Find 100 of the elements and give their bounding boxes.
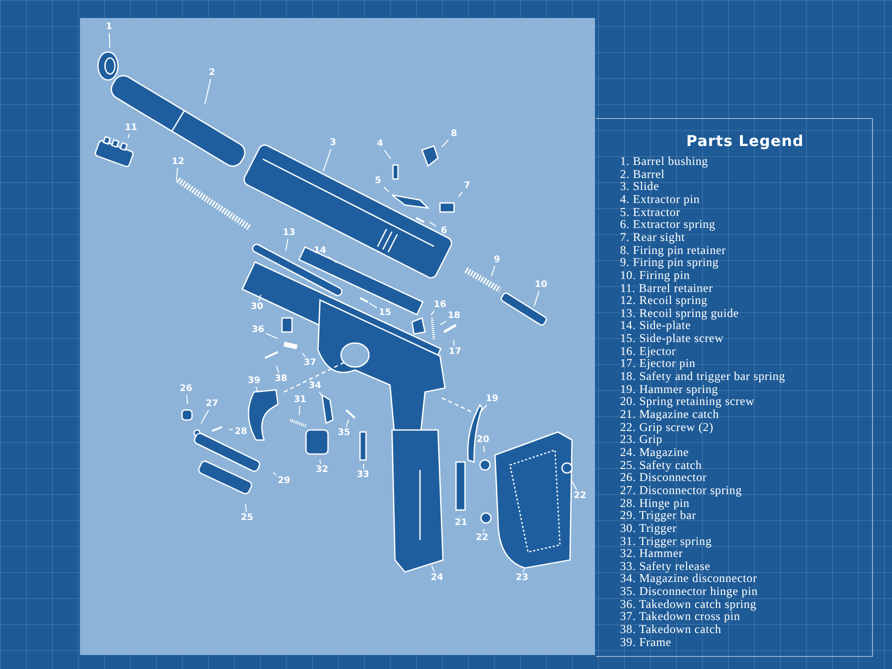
callout-number: 3 bbox=[325, 137, 341, 149]
part-name: 11. Barrel retainer bbox=[620, 280, 713, 296]
leader-line bbox=[186, 394, 188, 405]
callout-number: 19 bbox=[484, 393, 500, 405]
part-name: 18. Safety and trigger bar spring bbox=[620, 369, 786, 384]
part-name: 30. Trigger bbox=[620, 520, 677, 536]
leader-line bbox=[256, 386, 258, 393]
leader-line bbox=[298, 406, 300, 416]
part-name: 27. Disconnector spring bbox=[620, 482, 742, 498]
callout-number: 8 bbox=[446, 128, 462, 140]
part-name: 14. Side-plate bbox=[620, 318, 691, 334]
leader-line bbox=[346, 419, 350, 428]
callout-number: 30 bbox=[249, 301, 265, 313]
callout-number: 10 bbox=[533, 279, 549, 291]
callout-number: 25 bbox=[239, 512, 255, 524]
callout-number: 22 bbox=[474, 532, 490, 544]
leader-line bbox=[479, 404, 488, 414]
callout-number: 12 bbox=[170, 156, 186, 168]
leader-line bbox=[483, 446, 485, 453]
part-name: 3. Slide bbox=[620, 179, 660, 194]
leader-line bbox=[384, 186, 390, 193]
part-name: 25. Safety catch bbox=[620, 458, 702, 473]
callout-number: 33 bbox=[355, 469, 371, 481]
part-name: 16. Ejector bbox=[620, 344, 676, 359]
callout-number: 29 bbox=[276, 475, 292, 487]
part-name: 37. Takedown cross pin bbox=[620, 609, 740, 624]
leader-line bbox=[534, 290, 540, 307]
callout-number: 39 bbox=[246, 375, 262, 387]
part-name: 1. Barrel bushing bbox=[620, 154, 708, 169]
leader-line bbox=[228, 428, 234, 430]
callout-number: 18 bbox=[446, 310, 462, 322]
callout-number: 15 bbox=[377, 307, 393, 319]
callout-number: 34 bbox=[307, 380, 323, 392]
leader-line bbox=[490, 266, 496, 277]
callout-number: 24 bbox=[429, 572, 445, 584]
leader-line bbox=[453, 339, 455, 346]
leader-line bbox=[128, 134, 130, 139]
callout-number: 37 bbox=[302, 357, 318, 369]
leader-line bbox=[272, 472, 277, 476]
callout-number: 11 bbox=[123, 122, 139, 134]
leader-line bbox=[318, 392, 324, 398]
part-name: 15. Side-plate screw bbox=[620, 331, 724, 346]
callout-number: 22 bbox=[572, 490, 588, 502]
callout-number: 13 bbox=[281, 227, 297, 239]
callout-number: 4 bbox=[372, 138, 388, 150]
leader-line bbox=[362, 464, 364, 470]
part-name: 35. Disconnector hinge pin bbox=[620, 584, 758, 600]
callout-number: 7 bbox=[459, 180, 475, 192]
callout-number: 28 bbox=[233, 426, 249, 438]
part-name: 4. Extractor pin bbox=[620, 192, 700, 207]
leader-line bbox=[441, 140, 449, 148]
callout-number: 32 bbox=[314, 464, 330, 476]
part-name: 5. Extractor bbox=[620, 204, 680, 220]
leader-line bbox=[522, 568, 525, 572]
callout-number: 17 bbox=[447, 346, 463, 358]
callout-number: 26 bbox=[178, 383, 194, 395]
leader-line bbox=[302, 352, 306, 358]
part-name: 36. Takedown catch spring bbox=[620, 596, 756, 612]
leader-line bbox=[176, 168, 178, 182]
leader-line bbox=[570, 479, 578, 490]
callout-number: 9 bbox=[489, 254, 505, 266]
callout-number: 5 bbox=[370, 175, 386, 187]
callout-number: 38 bbox=[273, 373, 289, 385]
part-name: 22. Grip screw (2) bbox=[620, 420, 714, 435]
callout-number: 23 bbox=[514, 572, 530, 584]
part-name: 19. Hammer spring bbox=[620, 382, 718, 397]
part-name: 8. Firing pin retainer bbox=[620, 242, 726, 258]
leader-line bbox=[482, 528, 485, 532]
callout-number: 21 bbox=[453, 517, 469, 529]
callout-number: 36 bbox=[250, 324, 266, 336]
part-name: 6. Extractor spring bbox=[620, 217, 716, 232]
part-name: 31. Trigger spring bbox=[620, 534, 712, 548]
leader-line bbox=[200, 410, 210, 424]
callout-number: 1 bbox=[101, 21, 117, 33]
part-name: 21. Magazine catch bbox=[620, 407, 720, 422]
leader-line bbox=[244, 503, 247, 512]
part-name: 23. Grip bbox=[620, 432, 662, 448]
leader-line bbox=[276, 365, 280, 374]
part-name: 7. Rear sight bbox=[620, 230, 685, 245]
leader-line bbox=[368, 302, 378, 308]
leader-line bbox=[328, 256, 338, 264]
part-name: 12. Recoil spring bbox=[620, 293, 708, 308]
leader-line bbox=[285, 238, 288, 252]
leader-line bbox=[266, 332, 278, 339]
leader-line bbox=[384, 150, 392, 160]
part-name: 39. Frame bbox=[620, 634, 672, 650]
callout-number: 20 bbox=[475, 434, 491, 446]
callout-number: 31 bbox=[292, 394, 308, 406]
part-name: 24. Magazine bbox=[620, 444, 689, 460]
leader-line bbox=[319, 459, 322, 464]
part-name: 10. Firing pin bbox=[620, 268, 690, 283]
leader-line bbox=[204, 78, 212, 105]
callout-number: 27 bbox=[204, 398, 220, 410]
leader-line bbox=[458, 192, 463, 198]
part-name: 33. Safety release bbox=[620, 558, 710, 574]
leader-line bbox=[431, 565, 435, 572]
part-name: 38. Takedown catch bbox=[620, 622, 722, 638]
leader-line bbox=[440, 320, 446, 326]
part-name: 28. Hinge pin bbox=[620, 496, 690, 510]
callout-number: 16 bbox=[432, 299, 448, 311]
